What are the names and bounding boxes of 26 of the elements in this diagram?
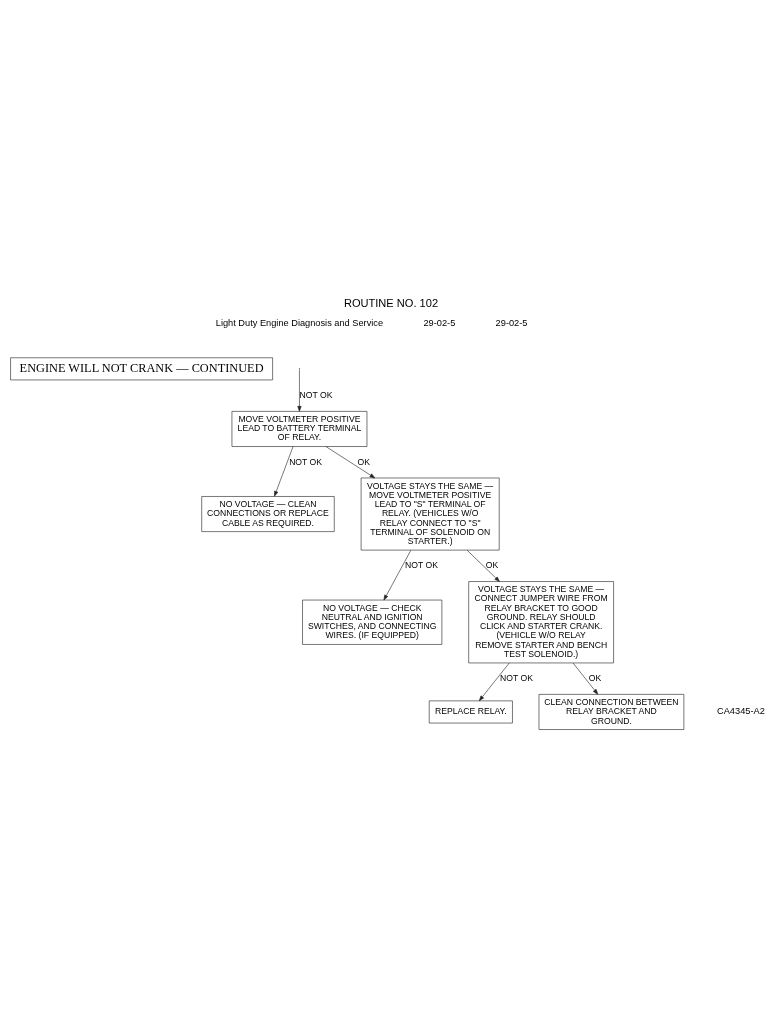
diagram-title: ROUTINE NO. 102 [343,296,439,309]
node-box: VOLTAGE STAYS THE SAME — MOVE VOLTMETER POSITIVE LEAD TO "S" TERMINAL OF RELAY. (VEHICLES W/O RELAY CONNECT TO "S" TERMINAL OF SOLENOID ON STARTER.) [360,477,500,550]
node-box: ENGINE WILL NOT CRANK — CONTINUED [10,356,273,380]
node-box: VOLTAGE STAYS THE SAME — CONNECT JUMPER WIRE FROM RELAY BRACKET TO GOOD GROUND. RELAY SHOULD CLICK AND STARTER CRANK. (VEHICLE W/O RELAY REMOVE STARTER AND BENCH TEST SOLENOID.) [468,580,614,663]
arrow [478,662,510,701]
label: 29-02-5 [495,317,528,328]
node-box: MOVE VOLTMETER POSITIVE LEAD TO BATTERY TERMINAL OF RELAY. [231,410,368,447]
arrow [383,549,412,600]
edge-label: OK [588,672,602,683]
edge-label: NOT OK [299,389,333,400]
edge-label: OK [485,559,499,570]
edge-label: NOT OK [405,559,438,570]
node-box: NO VOLTAGE — CLEAN CONNECTIONS OR REPLACE CABLE AS REQUIRED. [201,495,335,532]
node-box: REPLACE RELAY. [428,700,513,723]
edge-label: OK [357,456,371,467]
edge-label: NOT OK [500,672,533,683]
arrow [274,445,294,496]
arrow [325,445,376,478]
arrow [466,549,500,582]
arrow [572,662,599,694]
node-box: NO VOLTAGE — CHECK NEUTRAL AND IGNITION SWITCHES, AND CONNECTING WIRES. (IF EQUIPPED) [302,599,443,645]
label: CA4345-A2 [717,705,765,716]
label: 29-02-5 [423,317,456,328]
label: Light Duty Engine Diagnosis and Service [215,317,384,328]
edge-label: NOT OK [289,456,323,467]
node-box: CLEAN CONNECTION BETWEEN RELAY BRACKET AND GROUND. [538,693,685,730]
